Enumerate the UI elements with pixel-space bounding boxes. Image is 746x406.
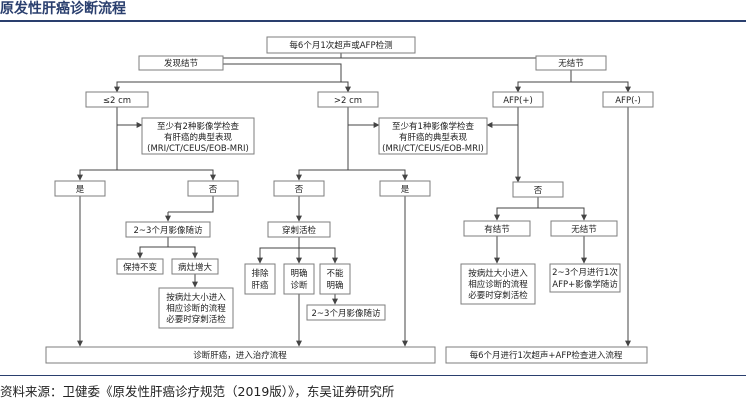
svg-text:AFP(-): AFP(-): [615, 96, 641, 106]
node-yes-left: 是: [54, 180, 106, 197]
svg-text:否: 否: [295, 185, 304, 195]
node-no-left: 否: [187, 180, 239, 197]
node-lesion-process-right: 按病灶大小进入 相应诊断的流程 必要时穿刺活检: [460, 263, 536, 305]
svg-text:(MRI/CT/CEUS/EOB-MRI): (MRI/CT/CEUS/EOB-MRI): [147, 144, 249, 154]
svg-text:必要时穿刺活检: 必要时穿刺活检: [468, 290, 528, 301]
svg-text:(MRI/CT/CEUS/EOB-MRI): (MRI/CT/CEUS/EOB-MRI): [382, 144, 484, 154]
svg-text:>2 cm: >2 cm: [334, 96, 362, 106]
node-enlarged: 病灶增大: [171, 258, 219, 275]
page-title: 原发性肝癌诊断流程: [0, 1, 126, 17]
node-has-nodule: 有结节: [463, 220, 531, 237]
svg-text:≤2 cm: ≤2 cm: [103, 96, 131, 106]
flow-connectors: [77, 53, 631, 347]
svg-text:是: 是: [76, 185, 85, 195]
svg-text:否: 否: [209, 185, 218, 195]
svg-text:诊断肝癌，进入治疗流程: 诊断肝癌，进入治疗流程: [193, 350, 287, 361]
node-followup-imaging-2: 2~3个月影像随访: [306, 304, 386, 321]
svg-text:AFP+影像学随访: AFP+影像学随访: [552, 279, 618, 290]
svg-text:有肝癌的典型表现: 有肝癌的典型表现: [164, 132, 233, 143]
node-followup-afp: 2~3个月进行1次 AFP+影像学随访: [549, 263, 621, 293]
svg-text:穿刺活检: 穿刺活检: [282, 225, 317, 236]
node-afp-positive: AFP(+): [492, 91, 544, 108]
svg-text:诊断: 诊断: [290, 280, 308, 291]
svg-text:是: 是: [401, 185, 410, 195]
node-unable-confirm: 不能 明确: [319, 263, 351, 295]
svg-text:相应诊断的流程: 相应诊断的流程: [166, 303, 226, 314]
svg-text:有肝癌的典型表现: 有肝癌的典型表现: [399, 132, 468, 143]
node-screening: 每6个月1次超声或AFP检测: [266, 36, 416, 54]
node-exclude-cancer: 排除 肝癌: [244, 263, 276, 295]
node-no-right: 否: [512, 181, 564, 198]
svg-text:按病灶大小进入: 按病灶大小进入: [468, 268, 528, 279]
svg-text:肝癌: 肝癌: [251, 280, 269, 291]
svg-text:至少有2种影像学检查: 至少有2种影像学检查: [157, 121, 239, 132]
node-le2cm: ≤2 cm: [85, 91, 149, 108]
svg-text:病灶增大: 病灶增大: [178, 262, 213, 273]
svg-text:2~3个月进行1次: 2~3个月进行1次: [552, 267, 618, 278]
source-note: 资料来源：卫健委《原发性肝癌诊疗规范（2019版）》，东吴证券研究所: [0, 384, 395, 399]
svg-text:否: 否: [534, 186, 543, 196]
node-diagnosis-treatment: 诊断肝癌，进入治疗流程: [45, 346, 436, 364]
svg-text:发现结节: 发现结节: [164, 58, 199, 69]
svg-text:按病灶大小进入: 按病灶大小进入: [166, 292, 226, 303]
title-rule: [0, 20, 746, 22]
svg-text:每6个月进行1次超声+AFP检查进入流程: 每6个月进行1次超声+AFP检查进入流程: [470, 350, 623, 361]
node-lesion-process-left: 按病灶大小进入 相应诊断的流程 必要时穿刺活检: [158, 287, 234, 329]
svg-text:有结节: 有结节: [484, 224, 510, 235]
svg-text:无结节: 无结节: [558, 58, 584, 69]
svg-text:明确: 明确: [326, 280, 343, 291]
svg-text:每6个月1次超声或AFP检测: 每6个月1次超声或AFP检测: [289, 40, 392, 51]
node-no-nodule-afp: 无结节: [550, 220, 618, 237]
svg-text:AFP(+): AFP(+): [503, 96, 533, 106]
svg-text:无结节: 无结节: [571, 224, 597, 235]
svg-text:至少有1种影像学检查: 至少有1种影像学检查: [392, 121, 474, 132]
node-stable: 保持不变: [116, 258, 164, 275]
svg-text:2~3个月影像随访: 2~3个月影像随访: [312, 308, 381, 319]
footer-rule: [0, 375, 746, 376]
svg-text:相应诊断的流程: 相应诊断的流程: [468, 279, 528, 290]
svg-text:保持不变: 保持不变: [123, 262, 158, 273]
node-afp-negative: AFP(-): [602, 91, 654, 108]
node-no-middle: 否: [273, 180, 325, 197]
node-no-nodule: 无结节: [535, 55, 607, 71]
node-gt2cm: >2 cm: [317, 91, 379, 108]
svg-text:明确: 明确: [290, 268, 307, 279]
svg-text:2~3个月影像随访: 2~3个月影像随访: [134, 225, 203, 236]
svg-text:排除: 排除: [251, 268, 269, 279]
node-yes-middle: 是: [379, 180, 431, 197]
svg-text:必要时穿刺活检: 必要时穿刺活检: [166, 314, 226, 325]
svg-text:不能: 不能: [326, 268, 344, 279]
node-nodule-found: 发现结节: [138, 55, 224, 71]
node-criteria-two-imaging: 至少有2种影像学检查 有肝癌的典型表现 (MRI/CT/CEUS/EOB-MRI…: [141, 117, 255, 155]
node-confirm-diagnosis: 明确 诊断: [283, 263, 315, 295]
node-criteria-one-imaging: 至少有1种影像学检查 有肝癌的典型表现 (MRI/CT/CEUS/EOB-MRI…: [378, 117, 488, 155]
node-surveillance: 每6个月进行1次超声+AFP检查进入流程: [445, 346, 648, 364]
node-biopsy: 穿刺活检: [267, 221, 331, 238]
node-followup-imaging: 2~3个月影像随访: [125, 221, 211, 238]
